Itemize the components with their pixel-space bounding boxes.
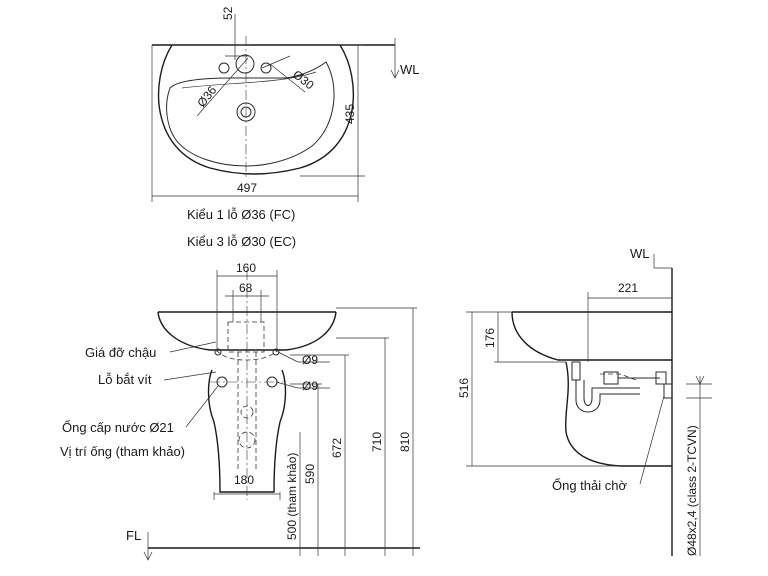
basin-outline	[157, 44, 355, 175]
label-pipe-spec: Ø48x2,4 (class 2-TCVN)	[685, 425, 699, 556]
side-pedestal	[564, 361, 672, 467]
dim-52: 52	[221, 6, 235, 20]
wl-label-side: WL	[630, 246, 650, 261]
caption-type-1: Kiểu 1 lỗ Ø36 (FC)	[187, 207, 295, 222]
dim-160: 160	[236, 261, 256, 275]
dim-590: 590	[303, 464, 317, 484]
dim-435: 435	[343, 104, 357, 124]
label-screw: Lỗ bắt vít	[98, 372, 152, 387]
top-view: 52 Ø30 Ø36 435 497 WL Kiểu 1 lỗ Ø36 (FC)…	[151, 6, 420, 249]
fl-label: FL	[126, 528, 141, 543]
dim-9b: Ø9	[302, 379, 318, 393]
dim-516: 516	[457, 378, 471, 398]
dim-497: 497	[237, 181, 257, 195]
dim-180: 180	[234, 473, 254, 487]
dim-176: 176	[483, 328, 497, 348]
wl-label-top: WL	[400, 62, 420, 77]
dim-672: 672	[330, 438, 344, 458]
basin-bowl	[166, 61, 335, 167]
tap-hole-left	[218, 62, 230, 74]
dim-810: 810	[398, 432, 412, 452]
side-view: WL 221 176 516 Ống thải chờ	[457, 246, 712, 556]
front-basin	[157, 311, 337, 351]
tap-hole-right	[260, 62, 272, 74]
label-position: Vị trí ống (tham khảo)	[60, 444, 185, 459]
dim-9a: Ø9	[302, 353, 318, 367]
dim-221: 221	[618, 281, 638, 295]
dim-500: 500 (tham khảo)	[285, 453, 299, 540]
label-drain: Ống thải chờ	[552, 478, 627, 493]
label-supply: Ống cấp nước Ø21	[62, 420, 174, 435]
caption-type-3: Kiểu 3 lỗ Ø30 (EC)	[187, 234, 296, 249]
label-bracket: Giá đỡ chậu	[85, 345, 156, 360]
side-basin	[511, 311, 672, 361]
dim-30: Ø30	[290, 67, 317, 92]
tap-hole-center	[235, 54, 255, 74]
dim-710: 710	[370, 432, 384, 452]
front-view: 160 68 180 Ø9 Ø9 Giá đỡ chậu Lỗ bắt vít …	[60, 261, 420, 561]
dim-68: 68	[239, 281, 253, 295]
dim-36: Ø36	[194, 83, 219, 110]
